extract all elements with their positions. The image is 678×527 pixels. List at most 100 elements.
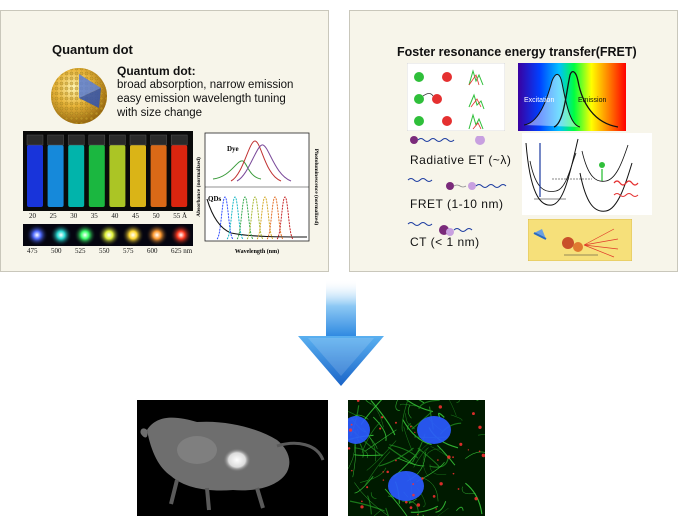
cell-fiber <box>403 426 413 452</box>
fret-donor-acceptor-schematic <box>407 63 505 131</box>
cell-red-marker <box>478 450 481 453</box>
cell-fiber <box>399 403 416 407</box>
cell-fiber <box>389 444 419 459</box>
cell-red-marker <box>381 416 384 419</box>
cell-fiber <box>367 434 378 450</box>
down-arrow-icon <box>298 280 384 386</box>
vial-size-label: 45 <box>132 212 139 220</box>
cell-fiber <box>408 498 417 504</box>
emission-glow-dot <box>170 224 192 246</box>
cell-red-marker <box>474 496 478 501</box>
cell-fiber <box>418 400 425 404</box>
cell-fiber <box>372 416 387 442</box>
mouse-fluorescence-image <box>137 400 328 516</box>
cell-fiber <box>402 500 419 516</box>
cell-fiber <box>437 445 456 466</box>
vial-size-label: 20 <box>29 212 36 220</box>
cell-red-marker <box>410 425 412 428</box>
cell-red-marker <box>360 505 364 509</box>
qd-vial <box>130 145 146 207</box>
quantum-dot-panel: Quantum dot Quantum dot: broad absorptio… <box>0 10 329 272</box>
cell-fiber <box>354 454 383 456</box>
cell-fiber <box>465 482 483 515</box>
qd-vial-cap <box>109 134 126 146</box>
dye-absorbance-curve <box>212 160 262 180</box>
cell-fiber <box>354 476 374 494</box>
cell-red-marker <box>394 421 397 424</box>
qd-vial <box>150 145 167 207</box>
cell-fiber <box>385 507 389 516</box>
cell-fiber <box>395 400 401 411</box>
vial-size-label: 35 <box>90 212 98 220</box>
cell-fiber <box>477 434 485 436</box>
quantum-dot-emission-strip <box>23 224 193 246</box>
cell-fiber <box>456 506 464 512</box>
cell-red-marker <box>395 459 397 462</box>
cell-red-marker <box>348 447 351 450</box>
cell-red-marker <box>452 456 454 459</box>
qd-vial <box>27 145 43 207</box>
cell-fiber <box>384 488 408 516</box>
cell-fiber <box>423 448 443 460</box>
photoluminescence-axis-label: Photoluminescence (normalized) <box>313 149 320 226</box>
radiative-et-label: Radiative ET (~λ) <box>410 153 512 167</box>
cell-red-marker <box>350 423 353 426</box>
vial-size-label: 40 <box>111 212 119 220</box>
qd-vial-cap <box>150 134 167 146</box>
cell-fiber <box>360 467 387 483</box>
cell-fiber <box>448 400 457 416</box>
quantum-dot-line-2: easy emission wavelength tuning <box>117 93 286 105</box>
cell-red-marker <box>457 488 460 490</box>
qds-label: QDs <box>208 195 222 203</box>
cell-fiber <box>365 451 391 485</box>
cell-red-marker <box>409 506 413 510</box>
cell-fiber <box>418 476 439 502</box>
cell-red-marker <box>438 405 442 409</box>
emission-glow-dot <box>26 224 48 246</box>
cell-fiber <box>366 440 397 471</box>
ct-range-label: CT (< 1 nm) <box>410 235 480 249</box>
qd-emission-peak <box>276 196 294 240</box>
cell-red-marker <box>437 459 439 461</box>
cell-red-marker <box>467 449 470 451</box>
cell-fiber <box>435 501 447 513</box>
quantum-dot-sphere-icon <box>51 68 107 124</box>
excitation-label: Excitation <box>524 97 554 104</box>
emission-wavelength-label: 550 <box>99 247 110 255</box>
cell-red-marker <box>432 495 436 498</box>
cell-red-marker <box>472 412 475 416</box>
fret-title: Foster resonance energy transfer(FRET) <box>397 45 637 59</box>
emission-glow-dot <box>50 224 72 246</box>
cell-red-marker <box>439 482 443 486</box>
emission-wavelength-label: 600 <box>147 247 158 255</box>
cell-fiber <box>429 456 449 468</box>
vial-size-label: 30 <box>70 212 78 220</box>
cell-red-marker <box>351 469 353 472</box>
qd-vial-cap <box>47 134 64 146</box>
emission-glow-dot <box>122 224 144 246</box>
cell-fiber <box>410 505 439 513</box>
cell-red-marker <box>348 428 353 432</box>
cell-fiber <box>370 492 377 500</box>
cell-red-marker <box>481 453 485 458</box>
cell-fiber <box>401 400 409 432</box>
cell-fiber <box>407 404 412 419</box>
qd-vial <box>109 145 126 207</box>
cell-fiber <box>348 410 360 418</box>
cell-fiber <box>422 448 429 477</box>
dye-label: Dye <box>227 145 239 153</box>
cell-red-marker <box>361 500 363 503</box>
wavelength-axis-label: Wavelength (nm) <box>235 248 279 255</box>
cell-red-marker <box>459 442 463 446</box>
cell-red-marker <box>435 508 437 510</box>
cell-fiber <box>354 447 369 459</box>
quantum-dot-title: Quantum dot <box>52 42 133 57</box>
cell-fiber <box>354 482 389 516</box>
cell-fiber <box>476 400 479 401</box>
emission-wavelength-label: 575 <box>123 247 134 255</box>
fret-range-label: FRET (1-10 nm) <box>410 197 504 211</box>
cell-fiber <box>418 400 440 409</box>
fret-mechanism-schematic <box>407 136 507 236</box>
